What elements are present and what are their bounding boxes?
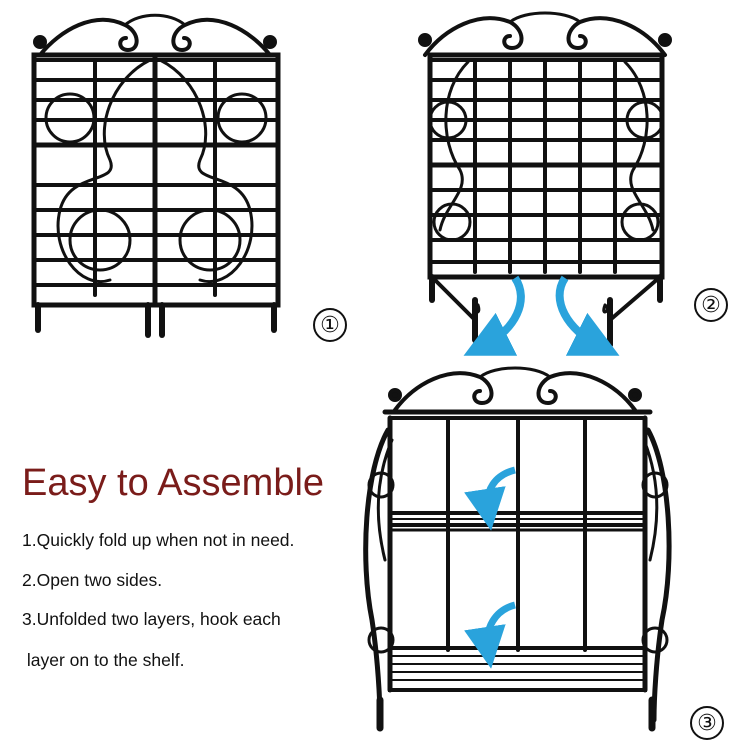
step-marker-3: ③ xyxy=(690,706,724,740)
curved-arrow-icon xyxy=(555,275,620,356)
curved-arrow-icon xyxy=(463,275,525,356)
folded-rack-illustration xyxy=(31,13,281,338)
opening-rack-illustration xyxy=(418,11,672,348)
curved-arrow-icon xyxy=(464,466,517,531)
instruction-step-3: 3.Unfolded two layers, hook each xyxy=(22,609,281,629)
curved-arrow-icon xyxy=(464,601,517,669)
step-marker-2: ② xyxy=(694,288,728,322)
instruction-step-3-continued: layer on to the shelf. xyxy=(22,650,185,670)
assembled-rack-illustration xyxy=(363,366,672,732)
heading: Easy to Assemble xyxy=(22,462,325,504)
instruction-step-2: 2.Open two sides. xyxy=(22,570,163,590)
step-marker-1: ① xyxy=(313,308,347,342)
instruction-step-1: 1.Quickly fold up when not in need. xyxy=(22,530,295,550)
